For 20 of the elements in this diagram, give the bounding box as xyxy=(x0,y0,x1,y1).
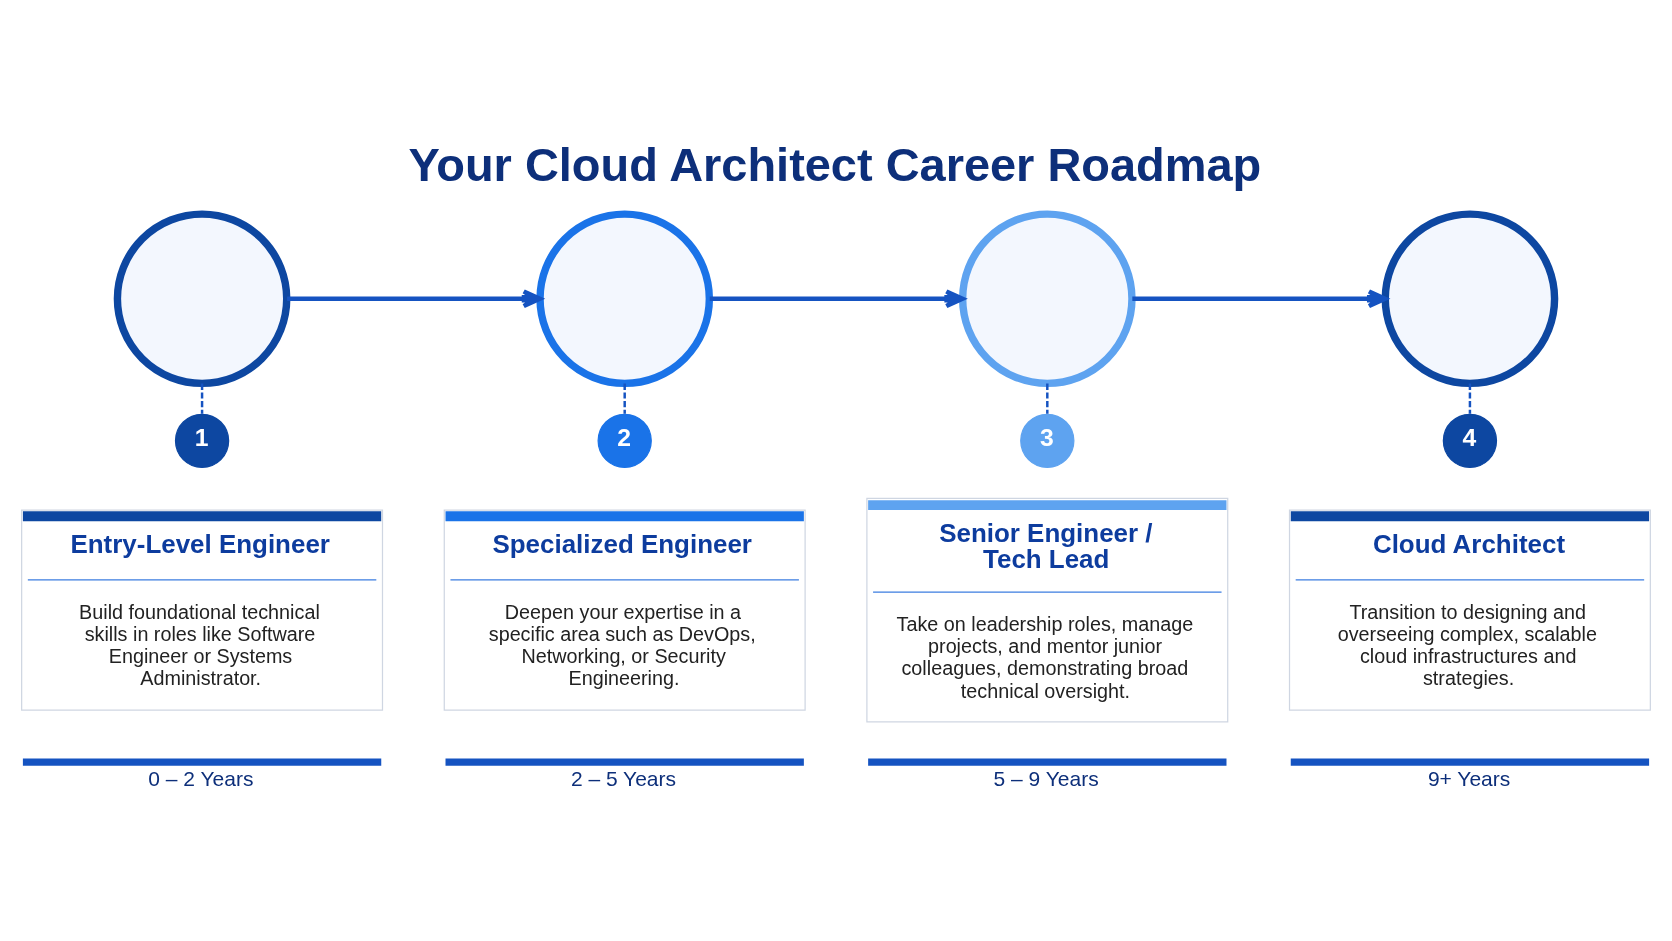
node-label: 9+ Years xyxy=(1427,767,1511,791)
node-label: 5 – 9 Years xyxy=(993,767,1099,791)
node-circle: 1 xyxy=(174,413,230,469)
connector xyxy=(200,383,204,414)
node-label: 0 – 2 Years xyxy=(148,767,254,791)
node-circle: 2 xyxy=(597,413,652,469)
arrow xyxy=(1132,289,1388,309)
connector xyxy=(623,383,626,414)
node-circle: 4 xyxy=(1442,413,1498,469)
connector xyxy=(1046,383,1049,414)
node-circle xyxy=(958,210,1136,388)
node-circle xyxy=(1381,210,1559,388)
node-circle: 3 xyxy=(1020,413,1075,469)
diagram-title: Your Cloud Architect Career Roadmap xyxy=(408,138,1262,192)
node-label: 2 – 5 Years xyxy=(570,767,677,791)
connector xyxy=(1468,383,1472,414)
arrow xyxy=(709,289,965,309)
node-circle xyxy=(536,210,714,388)
arrow xyxy=(287,289,543,309)
node-circle xyxy=(113,210,291,388)
